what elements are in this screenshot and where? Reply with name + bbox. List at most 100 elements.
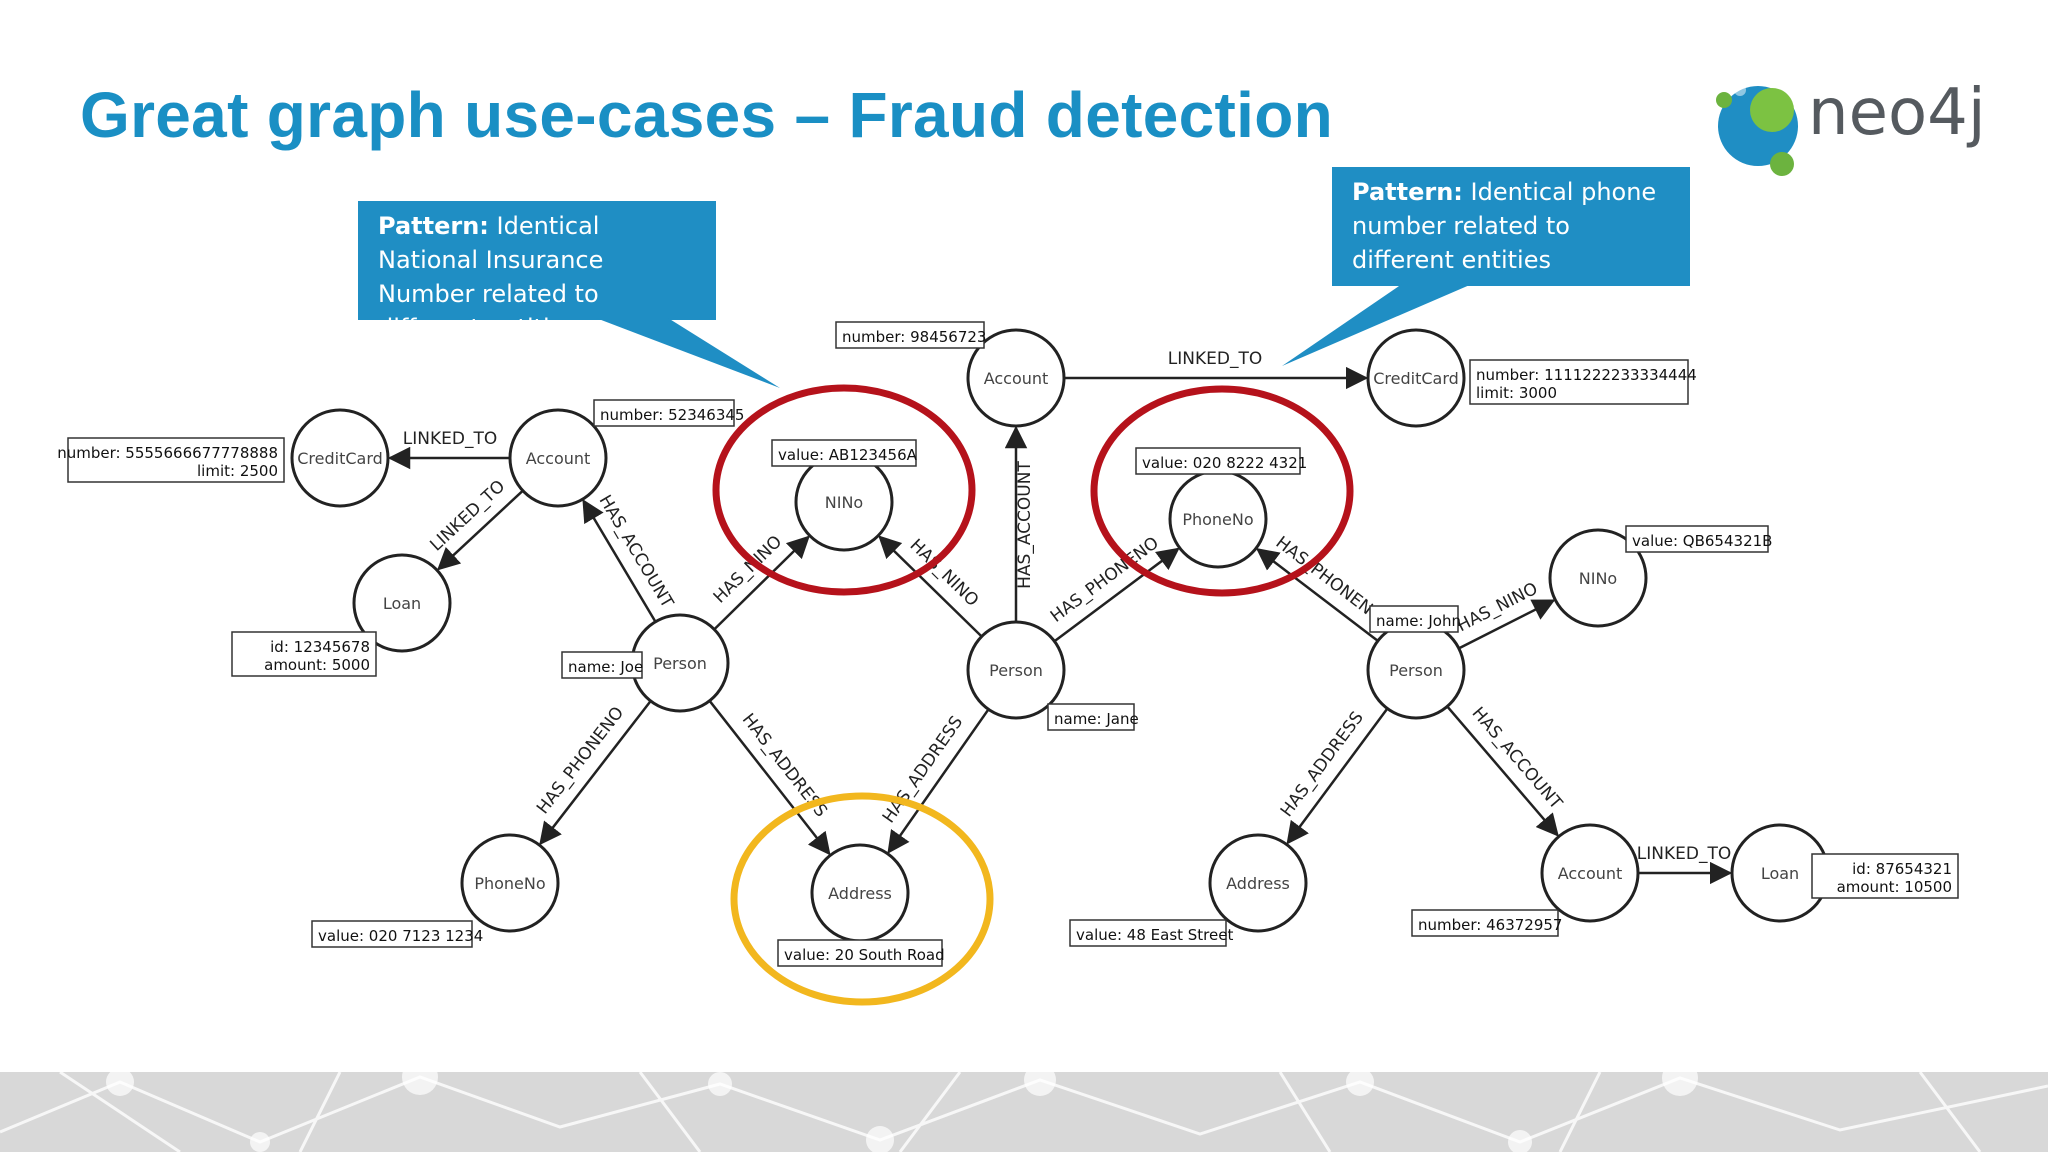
property-text: number: 1111222233334444 [1476,366,1697,384]
property-text: number: 98456723 [842,328,986,346]
node-label: NINo [1579,569,1617,588]
property-text: id: 12345678 [270,638,370,656]
edge-line [582,499,657,623]
property-text: value: AB123456A [778,446,918,464]
node-label: CreditCard [297,449,383,468]
node-label: CreditCard [1373,369,1459,388]
node-circle-account-joe [508,408,608,508]
node-circle-account-john [1540,823,1640,923]
property-text: name: Joe [568,658,643,676]
edge-line [887,708,990,854]
edge-line [436,489,524,571]
node-label: Address [1226,874,1290,893]
node-label: Person [653,654,707,673]
callout-bold: Pattern: [378,212,489,240]
node-label: Loan [383,594,421,613]
footer-band [0,1059,2048,1154]
property-box [593,399,735,427]
node-circle-creditcard-left [290,408,390,508]
property-box [1411,909,1559,937]
property-text: value: 20 South Road [784,946,945,964]
node-circle-creditcard-right [1366,328,1466,428]
node-label: PhoneNo [474,874,545,893]
property-text: number: 5555666677778888 [57,444,278,462]
property-text: id: 87654321 [1852,860,1952,878]
property-box [231,631,377,677]
edge-label: HAS_ACCOUNT [1468,703,1567,813]
property-text: value: QB654321B [1632,532,1772,550]
edge-label: HAS_ACCOUNT [595,492,678,612]
edge-line [713,535,810,631]
highlight-ring-address [730,792,994,1006]
edge-line [1458,599,1556,650]
property-box [835,321,985,349]
property-box [1135,447,1301,475]
node-label: Account [526,449,591,468]
edge-label: HAS_PHONENO [1047,533,1163,627]
node-circle-nino-john [1548,528,1648,628]
property-text: limit: 3000 [1476,384,1557,402]
callout-bold: Pattern: [1352,178,1463,206]
node-label: Person [989,661,1043,680]
property-box [1069,919,1227,947]
edge-line [708,700,831,856]
highlight-ring-phone [1090,385,1354,597]
property-text: limit: 2500 [197,462,278,480]
node-circle-phone-joe [460,833,560,933]
property-box [777,939,943,967]
callout-phone-pattern: Pattern: Identical phone number related … [1332,167,1690,286]
property-box [1811,853,1959,899]
callout-text: Identical phone number related to differ… [1352,178,1657,274]
property-box [1369,605,1459,633]
edge-label: LINKED_TO [403,429,497,449]
callout-tail-left [596,318,780,388]
slide-title: Great graph use-cases – Fraud detection [80,79,1333,151]
node-label: Address [828,884,892,903]
property-box [561,651,643,679]
property-text: value: 020 7123 1234 [318,927,483,945]
property-box [771,439,917,467]
edge-label: LINKED_TO [1168,349,1262,369]
node-circle-person-jane [966,620,1066,720]
edge-line [1255,547,1379,642]
neo4j-logo [1706,70,2002,180]
property-box [1047,703,1135,731]
property-text: name: John [1376,612,1461,630]
node-label: PhoneNo [1182,510,1253,529]
node-circle-loan-joe [352,553,452,653]
edge-label: HAS_PHONENO [533,703,628,818]
node-label: NINo [825,493,863,512]
node-label: Account [1558,864,1623,883]
node-label: Loan [1761,864,1799,883]
property-text: value: 48 East Street [1076,926,1233,944]
highlight-ring-nino [712,384,976,596]
property-text: number: 46372957 [1418,916,1562,934]
node-circle-address-john [1208,833,1308,933]
edge-label: HAS_ACCOUNT [1015,461,1035,589]
edge-line [539,700,652,846]
edge-line [878,535,983,638]
footer-network-pattern [0,1059,2048,1154]
property-text: number: 52346345 [600,406,744,424]
property-box [1469,359,1689,405]
logo-wordmark: neo4j [1808,76,1986,150]
property-box [67,437,285,483]
edge-label: LINKED_TO [1637,844,1731,864]
callout-text: Identical National Insurance Number rela… [378,212,604,342]
node-label: Account [984,369,1049,388]
callout-nino-pattern: Pattern: Identical National Insurance Nu… [358,201,716,342]
property-text: name: Jane [1054,710,1139,728]
callout-tail-right [1282,284,1472,366]
property-box [1625,525,1769,553]
property-text: amount: 10500 [1837,878,1952,896]
edge-line [1446,705,1559,837]
property-box [311,920,473,948]
property-text: amount: 5000 [264,656,370,674]
node-circle-account-jane [966,328,1066,428]
edge-line [1053,547,1180,643]
property-text: value: 020 8222 4321 [1142,454,1307,472]
node-label: Person [1389,661,1443,680]
edge-line [1286,707,1389,845]
